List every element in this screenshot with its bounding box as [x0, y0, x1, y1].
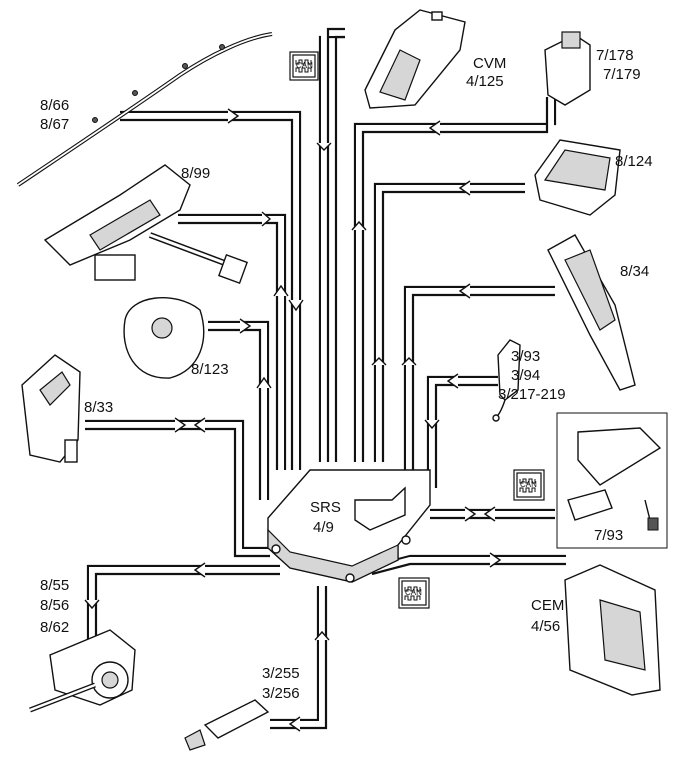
can-label-bottom: CAN [405, 588, 422, 597]
curtain-airbag-code-1: 8/66 [40, 97, 69, 114]
belt-retractor: 8/55 8/56 8/62 [29, 577, 136, 713]
srs-module: SRS 4/9 [267, 469, 431, 583]
belt-tensioner-code: 8/33 [84, 399, 113, 416]
pedal-sensor-code-2: 3/256 [262, 685, 300, 702]
can-badge-bottom: CAN [398, 577, 430, 609]
pedal-sensor-code-1: 3/255 [262, 665, 300, 682]
pedal-sensor: 3/255 3/256 [184, 665, 300, 751]
direction-markers [84, 108, 502, 732]
cvm-code: 4/125 [466, 73, 504, 90]
buckle-code-1: 3/93 [511, 348, 540, 365]
passenger-airbag: 8/124 [534, 139, 653, 216]
belt-tensioner: 8/33 [21, 354, 113, 463]
cvm-name: CVM [473, 55, 506, 72]
curtain-airbag: 8/66 8/67 [16, 32, 273, 187]
can-label-top: CAN [296, 61, 313, 70]
cvm-module: CVM 4/125 [364, 9, 506, 109]
side-airbag: 8/34 [547, 234, 649, 391]
driver-airbag: 8/123 [123, 297, 229, 379]
impact-sensor-code-1: 7/178 [596, 47, 634, 64]
cem-code: 4/56 [531, 618, 560, 635]
steering-column: 8/99 [43, 164, 248, 284]
driver-airbag-code: 8/123 [191, 361, 229, 378]
buckle-code-2: 3/94 [511, 367, 540, 384]
srs-module-name: SRS [310, 499, 341, 516]
curtain-airbag-code-2: 8/67 [40, 116, 69, 133]
buckle-code-3: 3/217-219 [498, 386, 566, 403]
occupant-sensor-code: 7/93 [594, 527, 623, 544]
seatbelt-buckle: 3/93 3/94 3/217-219 [492, 339, 566, 422]
steering-column-code: 8/99 [181, 165, 210, 182]
impact-sensor: 7/178 7/179 [544, 31, 641, 106]
harness-lines [85, 27, 566, 730]
impact-sensor-code-2: 7/179 [603, 66, 641, 83]
retractor-code-2: 8/56 [40, 597, 69, 614]
can-label-right: CAN [520, 480, 537, 489]
can-badge-top: CAN [289, 51, 319, 81]
srs-module-code: 4/9 [313, 519, 334, 536]
side-airbag-code: 8/34 [620, 263, 649, 280]
cem-module: CEM 4/56 [531, 564, 661, 696]
cem-name: CEM [531, 597, 564, 614]
passenger-airbag-code: 8/124 [615, 153, 653, 170]
can-badge-right: CAN [513, 469, 545, 501]
retractor-code-3: 8/62 [40, 619, 69, 636]
retractor-code-1: 8/55 [40, 577, 69, 594]
occupant-sensor-group: 7/93 [556, 412, 668, 549]
